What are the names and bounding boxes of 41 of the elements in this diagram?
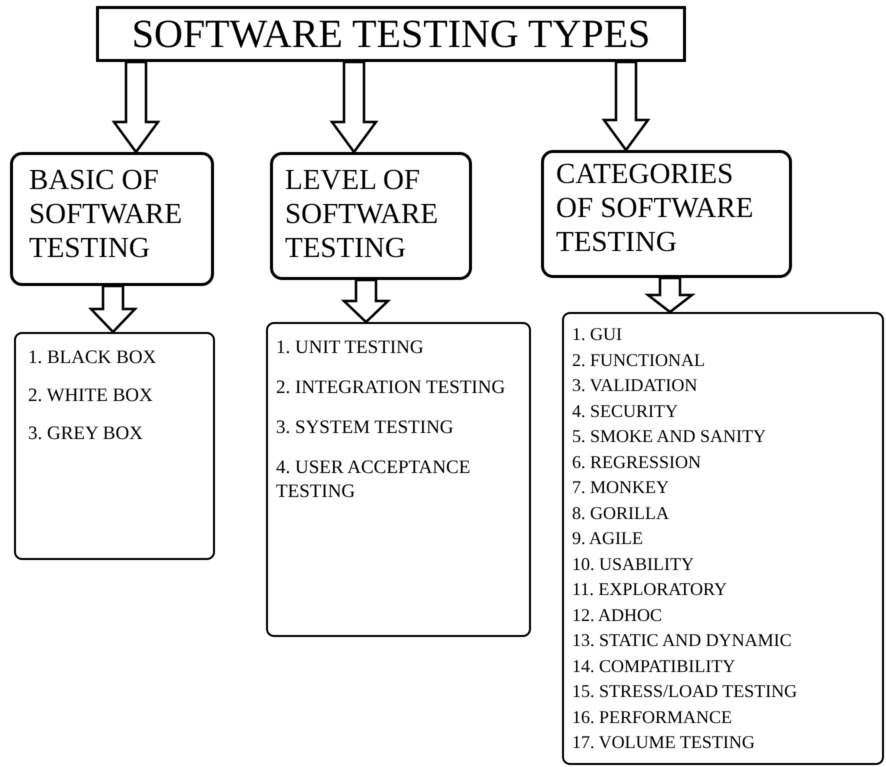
list-item: 6. REGRESSION <box>572 450 702 474</box>
list-item: 8. GORILLA <box>572 502 670 524</box>
category-box <box>541 150 792 278</box>
block-arrow <box>88 284 138 334</box>
block-arrow <box>602 60 650 152</box>
list-box <box>14 332 215 560</box>
heading-text: LEVEL OF SOFTWARE TESTING <box>285 163 440 265</box>
title-box <box>96 6 686 62</box>
list-item: 2. INTEGRATION TESTING <box>276 376 506 400</box>
block-arrow <box>330 60 378 154</box>
list-item: 7. MONKEY <box>572 476 670 499</box>
list-item: 4. SECURITY <box>572 400 680 422</box>
title-text: SOFTWARE TESTING TYPES <box>132 14 650 54</box>
list-box <box>562 312 884 765</box>
list-item: 14. COMPATIBILITY <box>572 654 736 678</box>
category-box <box>10 152 214 286</box>
list-item: 1. UNIT TESTING <box>276 336 425 360</box>
list-item: 10. USABILITY <box>572 552 695 576</box>
list-item: 3. VALIDATION <box>572 374 698 397</box>
category-box <box>270 152 472 280</box>
list-item: 9. AGILE <box>572 527 644 550</box>
heading-text: BASIC OF SOFTWARE TESTING <box>29 163 184 265</box>
list-item: 11. EXPLORATORY <box>572 578 728 601</box>
list-item: 12. ADHOC <box>572 604 664 626</box>
block-arrow <box>340 278 392 324</box>
heading-text: CATEGORIES OF SOFTWARE TESTING <box>556 157 754 259</box>
list-item: 16. PERFORMANCE <box>572 706 734 728</box>
list-item: 3. GREY BOX <box>28 422 144 446</box>
block-arrow <box>644 276 696 314</box>
list-box <box>266 322 531 637</box>
block-arrow <box>112 60 160 154</box>
list-item: 4. USER ACCEPTANCE TESTING <box>276 456 472 504</box>
list-item: 2. WHITE BOX <box>28 384 154 408</box>
list-item: 1. GUI <box>572 323 623 346</box>
list-item: 17. VOLUME TESTING <box>572 731 756 754</box>
list-item: 13. STATIC AND DYNAMIC <box>572 629 793 652</box>
list-item: 15. STRESS/LOAD TESTING <box>572 680 798 703</box>
list-item: 2. FUNCTIONAL <box>572 348 706 372</box>
list-item: 1. BLACK BOX <box>28 346 158 370</box>
list-item: 5. SMOKE AND SANITY <box>572 425 768 448</box>
list-item: 3. SYSTEM TESTING <box>276 416 455 440</box>
